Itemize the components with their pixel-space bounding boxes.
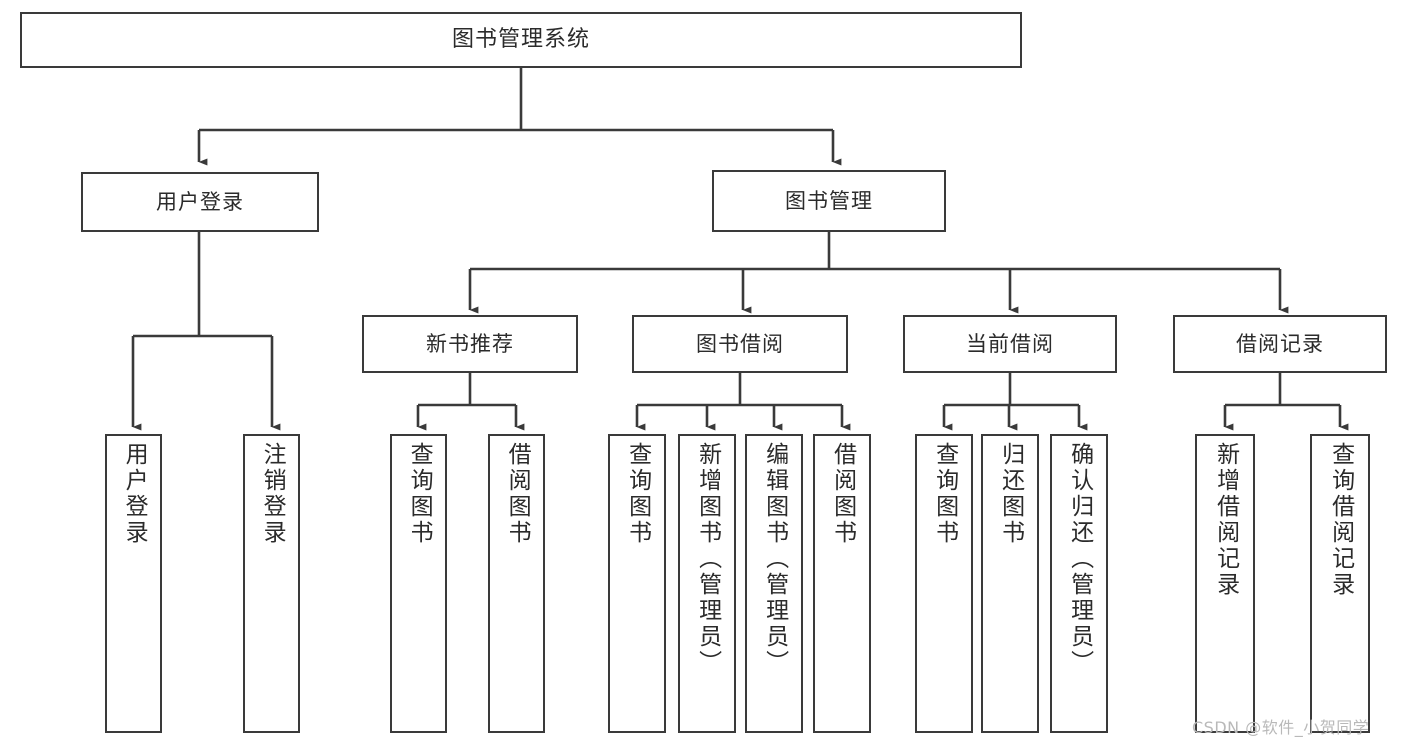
leaf-label: 查询图书 — [624, 442, 651, 546]
leaf-user-login-logout[interactable]: 注销登录 — [243, 434, 300, 733]
leaf-new-book-rec-query-book[interactable]: 查询图书 — [390, 434, 447, 733]
leaf-label: 归还图书 — [997, 442, 1024, 546]
leaf-label: 查询图书 — [406, 442, 433, 546]
leaf-current-borrow-query-book[interactable]: 查询图书 — [915, 434, 973, 733]
leaf-current-borrow-return-book[interactable]: 归还图书 — [981, 434, 1039, 733]
watermark: CSDN @软件_小贺同学 — [1192, 718, 1370, 737]
leaf-label: 新增图书（管理员） — [694, 442, 721, 676]
node-label: 用户登录 — [156, 189, 244, 214]
node-label: 图书管理 — [785, 188, 873, 213]
leaf-label: 借阅图书 — [829, 442, 856, 546]
node-label: 当前借阅 — [966, 331, 1054, 356]
node-book-management[interactable]: 图书管理 — [712, 170, 946, 232]
leaf-book-borrow-borrow-book[interactable]: 借阅图书 — [813, 434, 871, 733]
node-label: 新书推荐 — [426, 331, 514, 356]
leaf-book-borrow-add-book-admin[interactable]: 新增图书（管理员） — [678, 434, 736, 733]
leaf-label: 确认归还（管理员） — [1066, 442, 1093, 676]
leaf-label: 借阅图书 — [504, 442, 531, 546]
leaf-label: 编辑图书（管理员） — [761, 442, 788, 676]
leaf-label: 查询借阅记录 — [1327, 442, 1354, 598]
leaf-user-login-login[interactable]: 用户登录 — [105, 434, 162, 733]
node-label: 借阅记录 — [1236, 331, 1324, 356]
leaf-new-book-rec-borrow-book[interactable]: 借阅图书 — [488, 434, 545, 733]
node-label: 图书借阅 — [696, 331, 784, 356]
node-label: 图书管理系统 — [451, 27, 590, 53]
node-book-borrowing[interactable]: 图书借阅 — [632, 315, 848, 373]
node-root-book-management-system[interactable]: 图书管理系统 — [20, 12, 1022, 68]
node-new-book-recommendation[interactable]: 新书推荐 — [362, 315, 578, 373]
leaf-label: 新增借阅记录 — [1212, 442, 1239, 598]
leaf-current-borrow-confirm-return-admin[interactable]: 确认归还（管理员） — [1050, 434, 1108, 733]
leaf-label: 注销登录 — [259, 442, 286, 546]
leaf-label: 查询图书 — [931, 442, 958, 546]
leaf-borrow-record-query-record[interactable]: 查询借阅记录 — [1310, 434, 1370, 733]
node-current-borrowing[interactable]: 当前借阅 — [903, 315, 1117, 373]
leaf-label: 用户登录 — [121, 442, 148, 546]
leaf-book-borrow-query-book[interactable]: 查询图书 — [608, 434, 666, 733]
leaf-book-borrow-edit-book-admin[interactable]: 编辑图书（管理员） — [745, 434, 803, 733]
leaf-borrow-record-add-record[interactable]: 新增借阅记录 — [1195, 434, 1255, 733]
node-borrowing-record[interactable]: 借阅记录 — [1173, 315, 1387, 373]
node-user-login[interactable]: 用户登录 — [81, 172, 319, 232]
